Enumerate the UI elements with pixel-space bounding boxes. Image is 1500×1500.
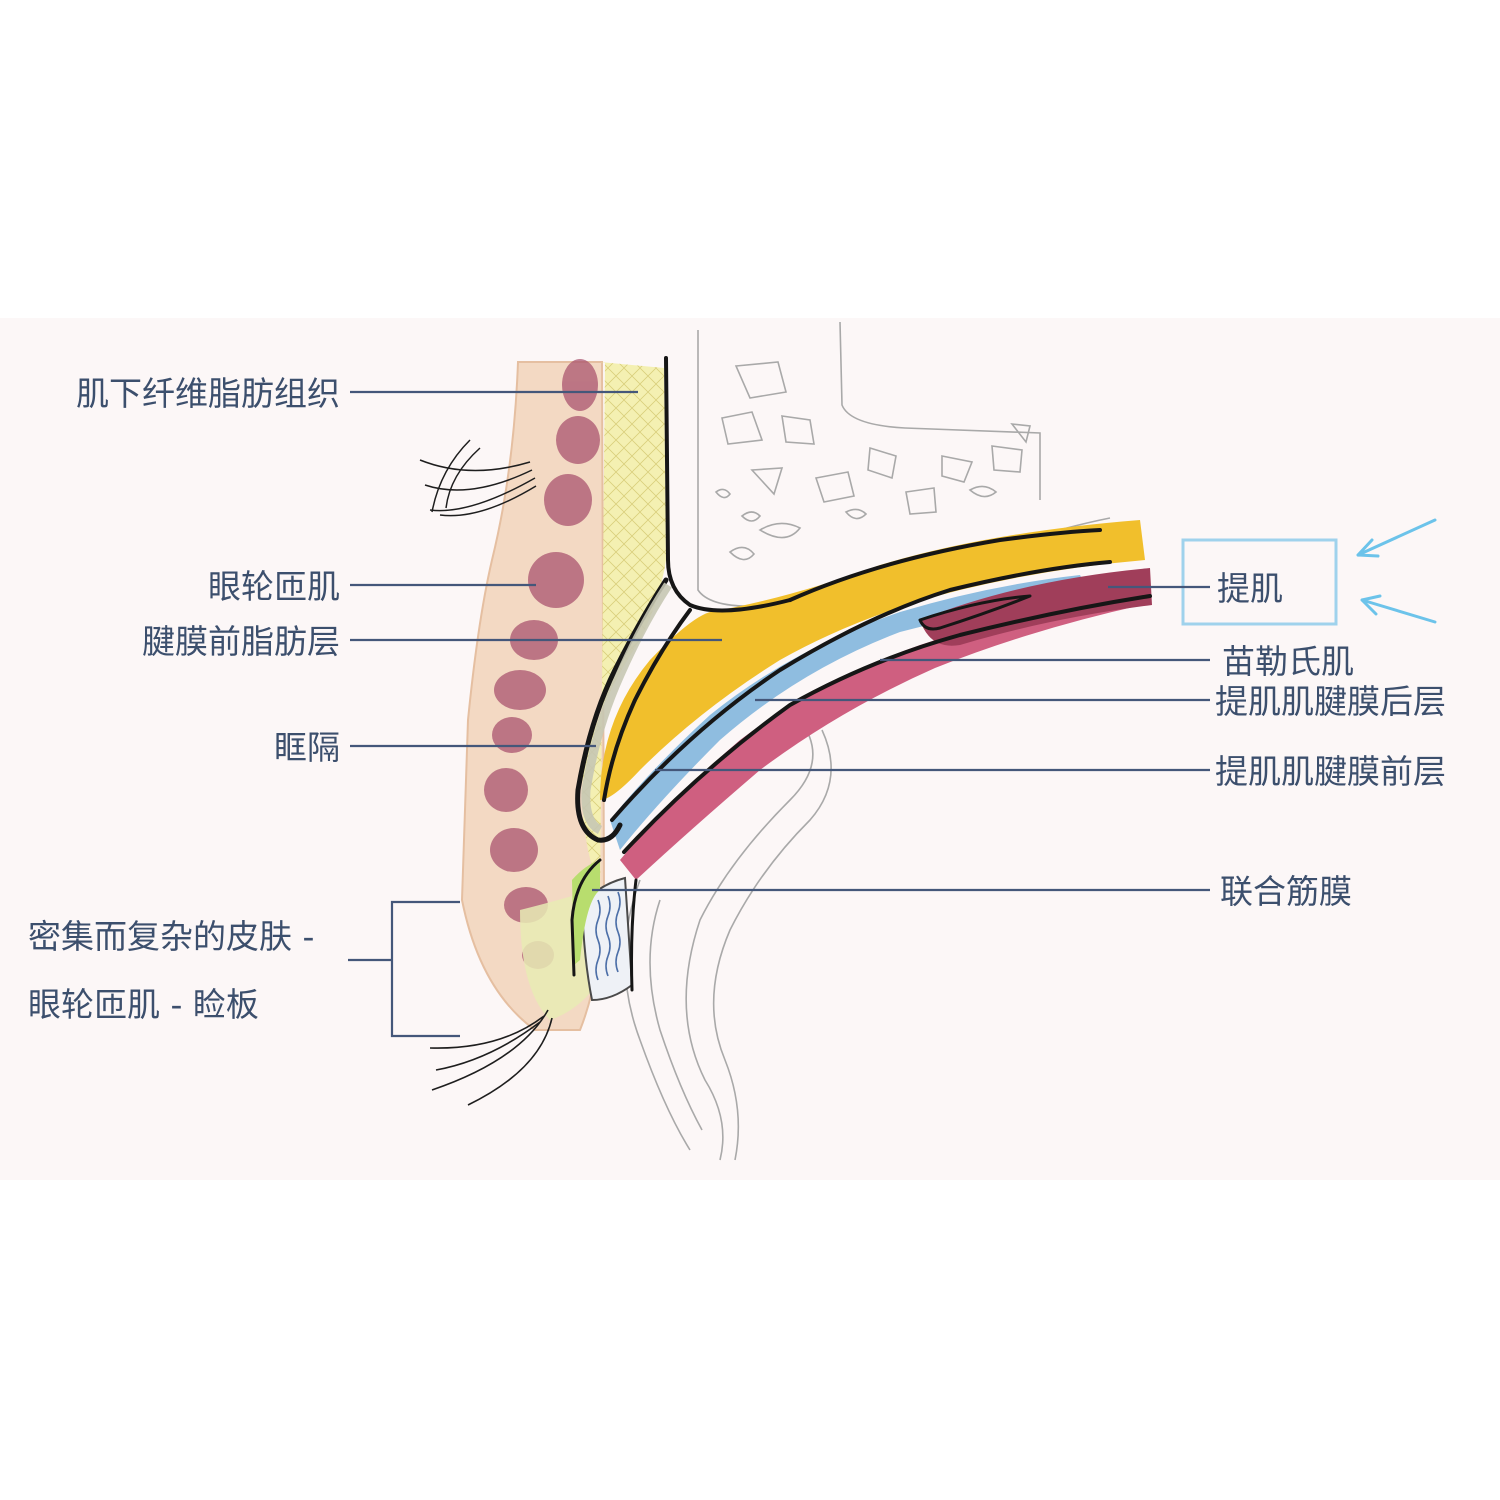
leader-lines (348, 390, 1210, 1038)
label-subcutaneous-fibrofatty: 肌下纤维脂肪组织 (76, 374, 340, 413)
label-orbicularis: 眼轮匝肌 (208, 567, 340, 606)
label-muller: 苗勒氏肌 (1222, 642, 1354, 681)
fibrofatty-crosshatch (582, 362, 666, 900)
arrow-lower-icon (1360, 594, 1437, 624)
bracket-skin-complex (348, 900, 460, 1038)
eyelashes (429, 1009, 553, 1106)
ink-outlines (570, 356, 1152, 992)
brow-hairs (419, 439, 537, 517)
label-septum: 眶隔 (274, 728, 340, 767)
label-levator: 提肌 (1217, 569, 1283, 608)
label-posterior-aponeurosis: 提肌肌腱膜后层 (1215, 682, 1446, 721)
label-skin-complex-line2: 眼轮匝肌 - 睑板 (28, 985, 259, 1024)
levator-muscle-layer (920, 568, 1152, 646)
preaponeurotic-fat-layer (600, 520, 1145, 800)
orbital-septum-band (581, 582, 672, 835)
tarsal-glands (595, 891, 621, 981)
labels: 肌下纤维脂肪组织 眼轮匝肌 腱膜前脂肪层 眶隔 密集而复杂的皮肤 - 眼轮匝肌 … (28, 374, 1446, 1024)
levator-highlight-box (1181, 538, 1338, 626)
label-conjoint-fascia: 联合筋膜 (1220, 872, 1352, 911)
label-skin-complex-line1: 密集而复杂的皮肤 - (28, 917, 314, 956)
arrow-icons (1356, 518, 1437, 624)
label-preaponeurotic-fat: 腱膜前脂肪层 (142, 622, 340, 661)
label-anterior-aponeurosis: 提肌肌腱膜前层 (1215, 752, 1446, 791)
arrow-upper-icon (1356, 518, 1437, 558)
